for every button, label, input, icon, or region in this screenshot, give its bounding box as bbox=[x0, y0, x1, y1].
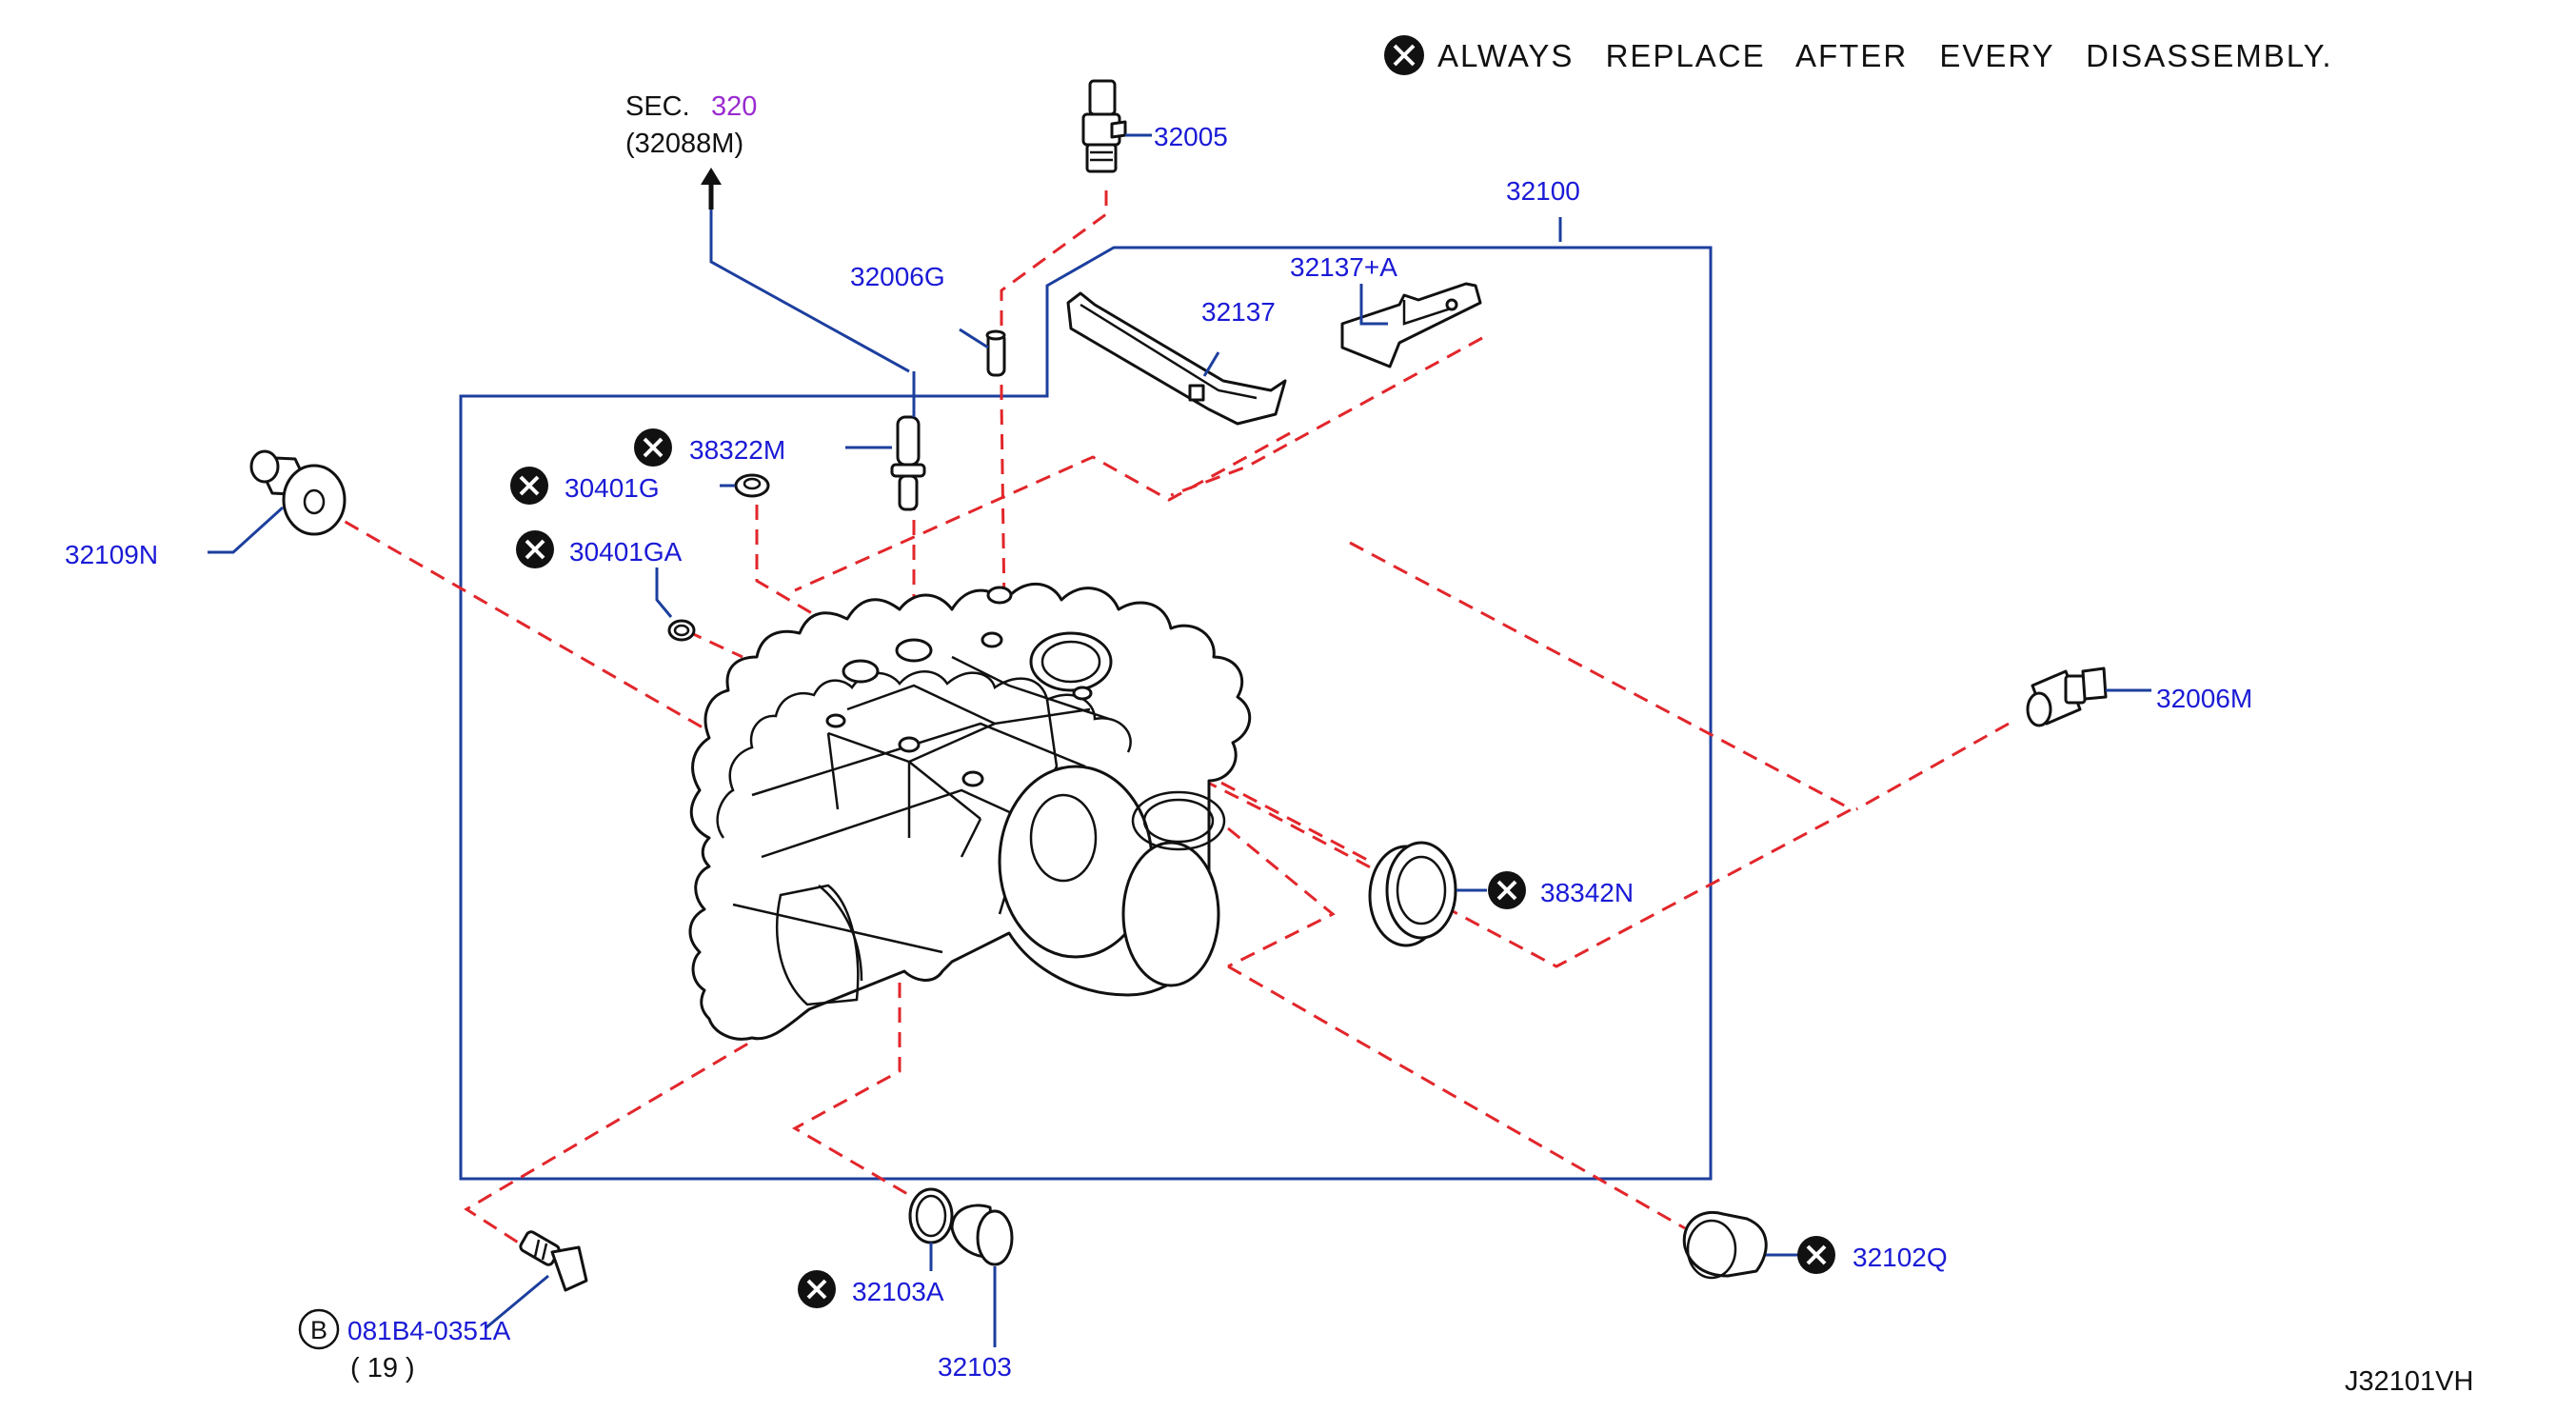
seal-38342N[interactable] bbox=[1368, 841, 1457, 947]
label-32137[interactable]: 32137 bbox=[1201, 297, 1276, 327]
leader-32137 bbox=[1202, 351, 1220, 377]
label-32006M[interactable]: 32006M bbox=[2156, 684, 2252, 713]
replace-badge-32103A bbox=[798, 1270, 836, 1308]
replace-badge-32102Q bbox=[1797, 1236, 1835, 1274]
label-32102Q[interactable]: 32102Q bbox=[1853, 1243, 1948, 1272]
ring-30401G[interactable] bbox=[734, 473, 770, 498]
replace-note: ALWAYS REPLACE AFTER EVERY DISASSEMBLY. bbox=[1384, 35, 2333, 75]
ring-30401GA[interactable] bbox=[667, 619, 696, 642]
label-30401G[interactable]: 30401G bbox=[565, 473, 660, 503]
label-30401GA[interactable]: 30401GA bbox=[569, 537, 683, 567]
label-32006G[interactable]: 32006G bbox=[850, 262, 945, 291]
transmission-case[interactable] bbox=[688, 582, 1252, 1041]
label-bolt[interactable]: 081B4-0351A bbox=[347, 1316, 511, 1345]
label-32137A[interactable]: 32137+A bbox=[1290, 252, 1397, 282]
replace-badge-30401G bbox=[510, 467, 548, 505]
replace-note-text: ALWAYS REPLACE AFTER EVERY DISASSEMBLY. bbox=[1437, 38, 2333, 73]
label-32100[interactable]: 32100 bbox=[1506, 176, 1580, 206]
section-prefix: SEC. bbox=[625, 91, 690, 122]
replace-badge-38322M bbox=[634, 428, 672, 467]
up-arrow-head-icon bbox=[701, 168, 722, 185]
bolt-081B4-0351A[interactable] bbox=[519, 1230, 588, 1292]
oring-32103A[interactable] bbox=[908, 1187, 954, 1244]
bracket-32137A[interactable] bbox=[1340, 282, 1482, 368]
label-32109N[interactable]: 32109N bbox=[65, 540, 158, 569]
switch-32006M[interactable] bbox=[2026, 667, 2108, 727]
pin-32006G[interactable] bbox=[985, 329, 1006, 377]
bolt-badge-letter: B bbox=[310, 1316, 327, 1344]
leader-32109N bbox=[208, 506, 285, 554]
replace-badge-38342N bbox=[1488, 871, 1526, 909]
bracket-32137[interactable] bbox=[1066, 291, 1287, 426]
sensor-32005[interactable] bbox=[1081, 79, 1127, 173]
label-32103A[interactable]: 32103A bbox=[852, 1277, 944, 1306]
section-reference[interactable]: SEC. 320 (32088M) bbox=[625, 91, 757, 209]
bolt-badge: B bbox=[298, 1308, 340, 1350]
plug-32103[interactable] bbox=[950, 1204, 1014, 1266]
replace-badge-30401GA bbox=[516, 530, 554, 568]
diagram-code: J32101VH bbox=[2345, 1366, 2473, 1397]
leader-32137A bbox=[1359, 284, 1388, 326]
b-circle-icon bbox=[298, 1308, 340, 1350]
assembly-frame bbox=[459, 246, 1713, 1181]
label-32005[interactable]: 32005 bbox=[1154, 122, 1228, 151]
leader-32006G bbox=[959, 328, 989, 349]
leader-section bbox=[709, 209, 910, 373]
bolt-quantity: ( 19 ) bbox=[350, 1353, 415, 1383]
label-38342N[interactable]: 38342N bbox=[1540, 878, 1634, 907]
leader-30401GA bbox=[655, 567, 673, 618]
dowel-38322M[interactable] bbox=[890, 415, 926, 511]
bushing-32109N[interactable] bbox=[249, 449, 347, 536]
section-number[interactable]: 320 bbox=[711, 91, 757, 122]
leader-bolt bbox=[485, 1274, 549, 1330]
section-sub-part: (32088M) bbox=[625, 129, 743, 159]
plug-32102Q[interactable] bbox=[1682, 1211, 1768, 1280]
label-38322M[interactable]: 38322M bbox=[689, 435, 785, 465]
label-32103[interactable]: 32103 bbox=[938, 1352, 1012, 1382]
